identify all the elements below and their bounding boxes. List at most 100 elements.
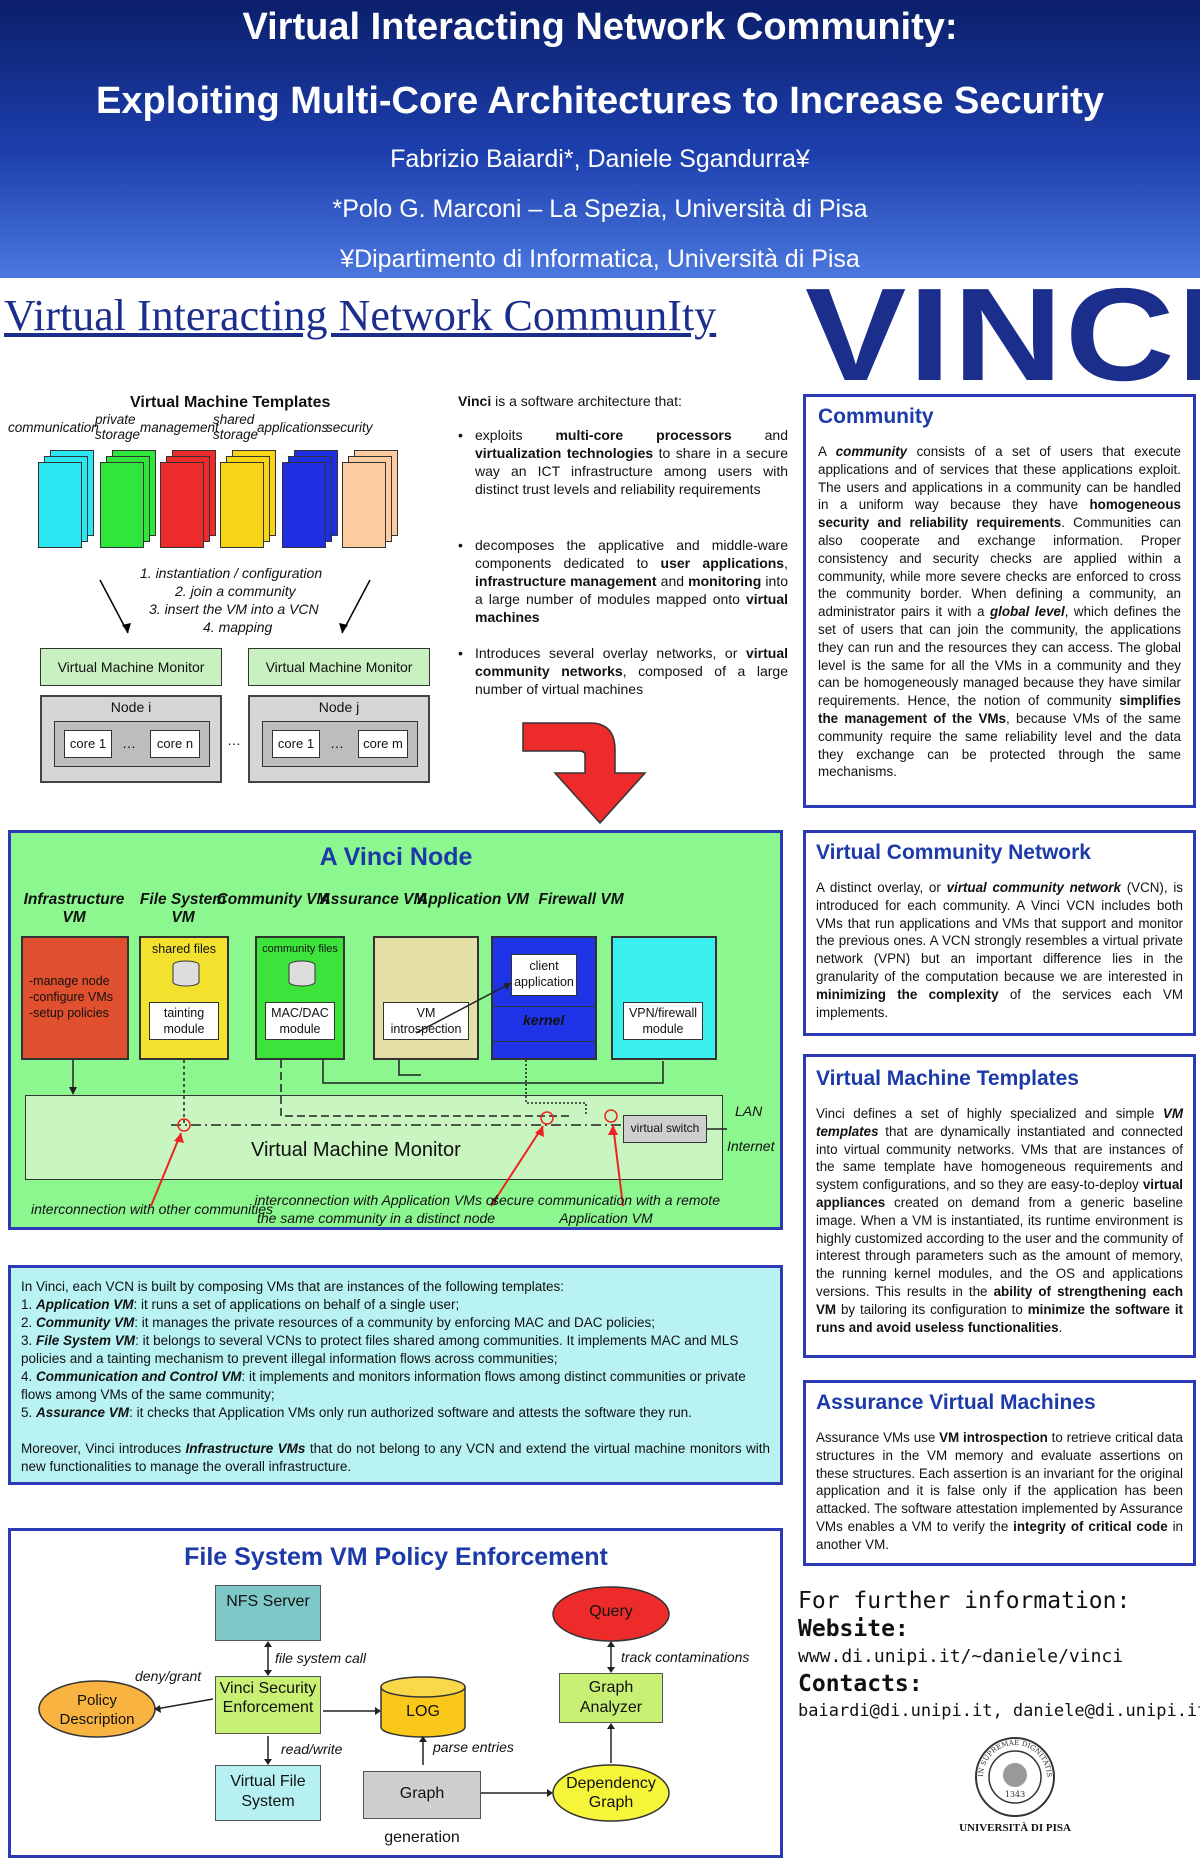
text-run: minimizing the complexity xyxy=(816,986,999,1002)
bullet-dot: • xyxy=(458,537,463,553)
poster-header: Virtual Interacting Network Community: E… xyxy=(0,0,1200,278)
template-label-5: security xyxy=(326,420,373,435)
firewall-vm: VPN/firewall module xyxy=(611,936,717,1060)
authors: Fabrizio Baiardi*, Daniele Sgandurra¥ xyxy=(390,145,810,173)
vm-label-infrastructure: Infrastructure VM xyxy=(23,891,125,926)
text-run: . xyxy=(1058,1319,1063,1335)
text-run: in another VM. xyxy=(816,1518,1183,1552)
template-label-1: private storage xyxy=(95,412,141,442)
infra-task-3: -setup policies xyxy=(29,1006,109,1020)
community-box: Community A community consists of a set … xyxy=(803,394,1196,808)
vm-templates-box: Virtual Machine Templates Vinci defines … xyxy=(803,1054,1196,1358)
text-run: Moreover, Vinci introduces xyxy=(21,1441,186,1456)
text-run: consists of a set of users that execute … xyxy=(818,444,1181,513)
website-link[interactable]: www.di.unipi.it/~daniele/vinci xyxy=(798,1646,1124,1667)
vpn-firewall-module: VPN/firewall module xyxy=(623,1002,703,1040)
intro-text: Vinci is a software architecture that: •… xyxy=(458,392,788,697)
vcn-list-items: 1. Application VM: it runs a set of appl… xyxy=(21,1296,770,1422)
text-run: Infrastructure VMs xyxy=(185,1441,306,1456)
affiliation-1: *Polo G. Marconi – La Spezia, Università… xyxy=(332,195,868,223)
text-run: of the services each VM implements. xyxy=(816,986,1183,1020)
contacts-label: Contacts: xyxy=(798,1671,923,1697)
community-files-database-icon xyxy=(288,960,316,987)
text-run: File System VM xyxy=(36,1333,136,1348)
intro-bullet-3: • Introduces several overlay networks, o… xyxy=(458,644,788,698)
text-run: : it belongs to several VCNs to protect … xyxy=(21,1333,739,1366)
step-1: 1. instantiation / configuration xyxy=(140,565,323,581)
macdac-module: MAC/DAC module xyxy=(265,1002,335,1040)
tainting-module: tainting module xyxy=(149,1002,219,1040)
text-run: created on demand from a generic baselin… xyxy=(816,1194,1183,1299)
template-label-4: applications xyxy=(257,420,329,435)
vcn-body: A distinct overlay, or virtual community… xyxy=(816,879,1183,1021)
vm-label-assurance: Assurance VM xyxy=(319,891,427,908)
text-run: : it checks that Application VMs only ru… xyxy=(129,1405,692,1420)
virtual-switch: virtual switch xyxy=(623,1115,707,1143)
vcn-list-item: 2. Community VM: it manages the private … xyxy=(21,1314,770,1332)
fs-shapes xyxy=(38,1586,670,1822)
text-run: Vinci defines a set of highly specialize… xyxy=(816,1106,1163,1121)
assurance-body: Assurance VMs use VM introspection to re… xyxy=(816,1429,1183,1554)
text-run: virtual community networks xyxy=(475,645,788,679)
text-run: minimize the software it runs and avoid … xyxy=(816,1301,1183,1335)
text-run: to retrieve critical data structures in … xyxy=(816,1430,1183,1534)
intro-bullet-3-text: Introduces several overlay networks, or … xyxy=(475,644,788,698)
assurance-box: Assurance Virtual Machines Assurance VMs… xyxy=(803,1380,1196,1566)
text-run: VM templates xyxy=(816,1106,1183,1139)
text-run: community xyxy=(835,444,908,459)
vm-label-community: Community VM xyxy=(216,891,330,908)
intro-bullet-1-text: exploits multi-core processors and virtu… xyxy=(475,426,788,498)
vcn-list-item: 5. Assurance VM: it checks that Applicat… xyxy=(21,1404,770,1422)
vinci-node-panel: A Vinci Node Infrastructure VM File Syst… xyxy=(8,830,783,1230)
vcn-list-item: 4. Communication and Control VM: it impl… xyxy=(21,1368,770,1404)
bullet-dot: • xyxy=(458,645,463,661)
further-info: For further information: Website: www.di… xyxy=(798,1588,1200,1721)
text-run: A xyxy=(818,444,836,459)
text-run: into a large number of modules mapped on… xyxy=(475,573,788,607)
seal-caption: UNIVERSITÀ DI PISA xyxy=(959,1822,1071,1834)
poster-title-line1: Virtual Interacting Network Community: xyxy=(242,6,958,48)
text-run: : it runs a set of applications on behal… xyxy=(133,1297,460,1312)
text-run: 5. xyxy=(21,1405,37,1420)
community-vm: community files MAC/DAC module xyxy=(255,936,345,1060)
text-run: and xyxy=(656,573,689,589)
internet-label: Internet xyxy=(727,1138,775,1154)
template-stack-5-layer-0 xyxy=(342,462,386,548)
project-banner: Virtual Interacting Network CommunIty xyxy=(4,291,717,340)
seal-emblem-icon: IN SUPREMAE DIGNITATIS 1343 xyxy=(975,1737,1055,1817)
template-label-0: communication xyxy=(8,420,99,435)
text-run: ability of strengthening each VM xyxy=(816,1283,1183,1317)
template-stack-3-layer-0 xyxy=(220,462,264,548)
kernel-label: kernel xyxy=(523,1012,565,1028)
vinci-node-vmm xyxy=(25,1095,723,1180)
annotation-same-community: interconnection with Application VMs of … xyxy=(254,1192,498,1226)
text-run: integrity of critical code xyxy=(1013,1518,1168,1534)
filesystem-vm: shared files tainting module xyxy=(139,936,229,1060)
contacts-link[interactable]: baiardi@di.unipi.it, daniele@di.unipi.it xyxy=(798,1701,1200,1721)
node-i-core-n: core n xyxy=(150,730,200,758)
text-run: homogeneous security and reliability req… xyxy=(818,497,1181,531)
text-run: and xyxy=(731,427,788,443)
vcn-box: Virtual Community Network A distinct ove… xyxy=(803,830,1196,1036)
text-run: virtual appliances xyxy=(816,1177,1183,1210)
intro-lead: Vinci is a software architecture that: xyxy=(458,392,788,410)
node-i-dots: … xyxy=(122,735,136,751)
node-separator-dots: … xyxy=(227,732,241,748)
graph-generation: Graph generation xyxy=(363,1771,481,1846)
text-run: Application VM xyxy=(36,1297,134,1312)
label-read-write: read/write xyxy=(281,1741,343,1757)
vmm-node-i: Virtual Machine Monitor xyxy=(40,648,222,686)
vinci-node-connections xyxy=(69,982,727,1207)
poster-title-line2: Exploiting Multi-Core Architectures to I… xyxy=(96,80,1104,122)
text-run: 3. xyxy=(21,1333,37,1348)
text-run: virtual community network xyxy=(946,880,1121,895)
node-j-label: Node j xyxy=(318,699,360,715)
university-seal: IN SUPREMAE DIGNITATIS 1343 UNIVERSITÀ D… xyxy=(945,1735,1085,1865)
community-body: A community consists of a set of users t… xyxy=(818,443,1181,781)
label-track-contaminations: track contaminations xyxy=(621,1649,750,1665)
vinci-node-vmm-label: Virtual Machine Monitor xyxy=(251,1139,461,1161)
affiliation-2: ¥Dipartimento di Informatica, Università… xyxy=(340,245,860,273)
info-heading: For further information: xyxy=(798,1588,1131,1614)
bullet-dot: • xyxy=(458,427,463,443)
